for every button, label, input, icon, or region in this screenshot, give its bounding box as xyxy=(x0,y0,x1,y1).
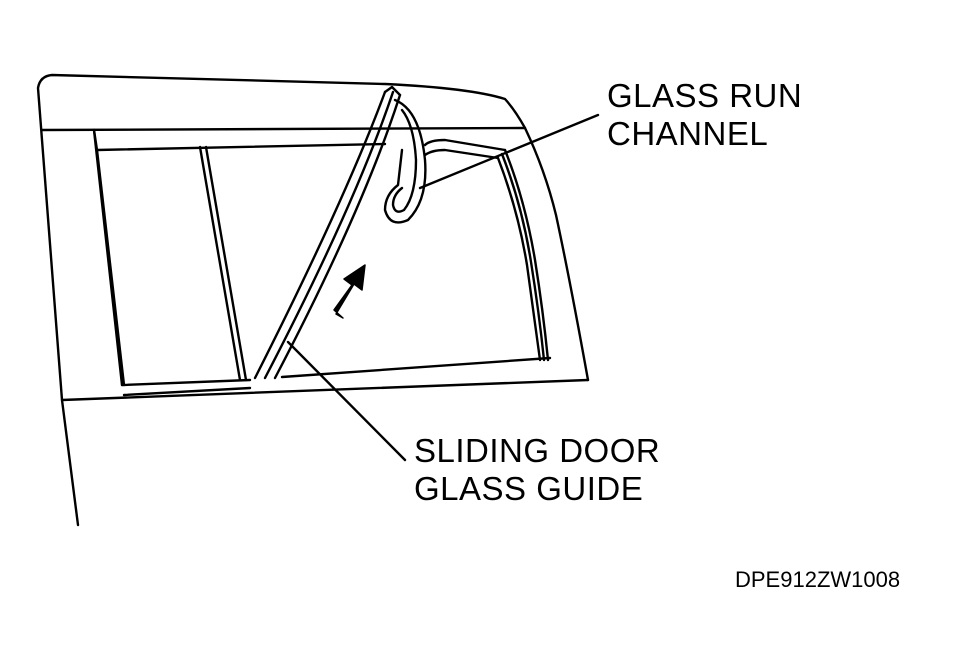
glass-run-channel-top-inner xyxy=(423,148,500,160)
glass-run-channel-label-line2: CHANNEL xyxy=(607,115,769,152)
leader-line-sliding-guide xyxy=(286,340,407,462)
leader-line-glass-run-channel xyxy=(418,113,600,190)
door-outer-outline xyxy=(36,73,590,527)
window-frame-bottom xyxy=(120,378,252,387)
glass-guide-outer xyxy=(253,90,387,380)
quarter-divider-line-2 xyxy=(204,145,248,382)
window-frame-outer-top xyxy=(40,126,527,132)
window-sill xyxy=(280,356,552,379)
door-belt-line xyxy=(60,378,590,402)
sliding-door-glass-guide-label-line2: GLASS GUIDE xyxy=(414,470,644,507)
glass-run-loop-outer xyxy=(383,98,427,224)
sliding-door-glass-guide-label: SLIDING DOOR GLASS GUIDE xyxy=(414,432,660,508)
sliding-door-glass-guide-label-line1: SLIDING DOOR xyxy=(414,432,661,469)
glass-run-channel-label: GLASS RUN CHANNEL xyxy=(607,77,802,153)
figure-code: DPE912ZW1008 xyxy=(735,567,901,592)
glass-run-channel-top xyxy=(423,138,507,152)
glass-run-channel-rear-inner xyxy=(496,156,542,362)
window-frame-top-inner xyxy=(92,128,387,152)
glass-guide-mid xyxy=(263,90,395,380)
glass-guide-inner xyxy=(273,93,402,380)
glass-guide-top-tip xyxy=(383,85,402,97)
upward-arrow-icon xyxy=(333,264,366,319)
glass-run-channel-label-line1: GLASS RUN xyxy=(607,77,803,114)
window-frame-left-inner xyxy=(95,148,126,387)
glass-run-channel-rear-mid xyxy=(500,152,546,362)
window-frame-bottom-inner xyxy=(122,386,252,397)
glass-run-loop-inner xyxy=(391,108,418,213)
glass-run-channel-rear-outer xyxy=(503,148,550,362)
quarter-divider-line-1 xyxy=(198,145,242,382)
